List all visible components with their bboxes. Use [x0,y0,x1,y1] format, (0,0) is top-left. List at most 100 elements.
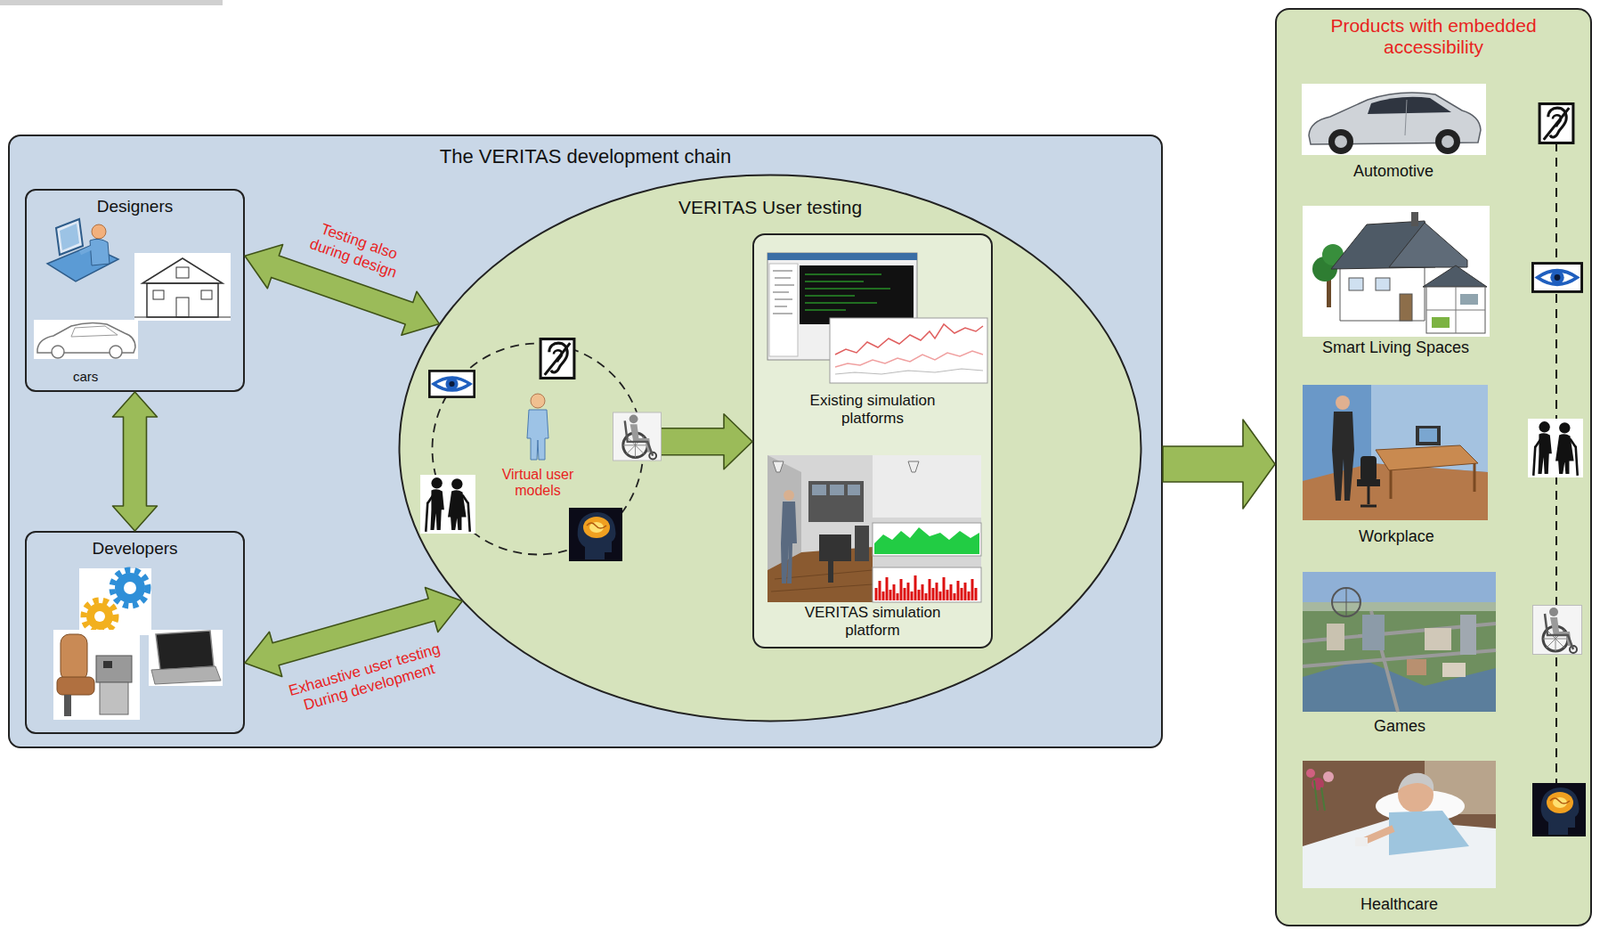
ellipse-outline [399,175,1142,722]
text-holder: The VERITAS development chain [389,145,782,168]
games-product-part [1442,662,1466,677]
dashed-ring [430,341,645,556]
games-product-part [1302,571,1496,604]
text-holder: Exhaustive user testing During developme… [277,637,455,719]
workplace-product-part [1375,445,1479,471]
panel-title: The VERITAS development chain [389,145,782,168]
text-holder: Designers [46,196,225,217]
gears-icon-part [79,568,152,635]
car-sketch-part [71,325,118,337]
games-product-part [1362,614,1385,650]
smart-house-product-part [1331,220,1436,269]
designer-icon-part [89,238,110,266]
healthcare-product-part [1375,789,1465,822]
games-product-part [1460,614,1477,655]
veritas-3d-scene-part [767,454,982,602]
veritas-3d-scene-part [829,484,845,496]
car-seats-icon-part [60,633,88,681]
smart-house-product-part [1348,277,1364,291]
text-holder: Products with embedded accessibility [1299,15,1568,58]
gears-icon-part [114,572,146,603]
text-holder: Existing simulation platforms [787,391,958,427]
edge-label: Testing also during design [295,213,417,285]
games-product-part [1302,601,1496,611]
healthcare-product-part [1302,760,1496,888]
accessibility-strip [1527,104,1586,837]
workplace-product-part [1302,462,1488,520]
games-product-part [1302,571,1496,712]
car-seats-icon-part [64,694,72,716]
healthcare-product [1302,760,1496,888]
games-product-part [1424,627,1452,650]
smart-house-product-part [1411,211,1419,227]
car-product-part [1301,83,1487,155]
smart-house-product [1302,205,1490,337]
ring-label: Virtual user models [488,466,587,500]
veritas-3d-scene [767,454,982,602]
car-sketch [33,319,139,359]
simulation-screenshot-part [835,368,983,374]
text-holder: cars [73,368,98,384]
simulation-screenshot-part [767,252,918,360]
panel-title: Products with embedded accessibility [1299,15,1568,58]
designer-icon-part [47,245,119,282]
veritas-3d-scene-part [767,454,802,570]
games-product [1302,571,1496,712]
box-title: Developers [46,538,225,559]
smart-house-product-part [1399,293,1413,321]
games-product-part [1302,658,1496,712]
car-product-part [1308,92,1481,145]
workplace-product [1302,384,1488,520]
workplace-product-part [1356,479,1381,487]
house-drawing-part [142,258,223,284]
text-holder: Workplace [1358,527,1435,546]
virtual-user-icons-part [420,474,476,534]
text-holder: Smart Living Spaces [1322,338,1470,358]
box-title: Designers [46,196,225,217]
smart-house-product-part [1340,267,1425,321]
house-drawing-part [176,297,189,317]
house-drawing-part [176,267,189,278]
healthcare-product-part [1397,776,1434,813]
workplace-product-part [1302,384,1488,520]
workplace-product-part [1390,462,1475,499]
car-seats-icon [53,629,140,720]
veritas-3d-scene-part [828,560,834,583]
house-drawing-part [134,252,231,321]
car-product-part [1328,129,1354,155]
veritas-3d-scene-part [872,454,982,518]
image-caption: Existing simulation platforms [787,391,958,427]
testing-ellipse: VERITAS User testingVirtual user models E… [397,173,1143,723]
simulation-screenshot-part [835,324,983,355]
block-arrow [643,414,753,470]
car-seats-icon-part [56,676,95,695]
text-holder: VERITAS simulation platform [787,603,958,639]
car-sketch-part [109,345,122,358]
gears-icon-part [123,581,137,594]
dashed-ring [432,343,644,555]
smart-house-product-part [1375,277,1390,291]
car-seats-icon-part [103,660,113,668]
user-model-ring: Virtual user models [430,341,645,556]
designer-icon-part [56,219,83,255]
ellipse-title: VERITAS User testing [636,196,904,219]
workplace-product-part [1415,425,1441,446]
text-holder: Automotive [1353,162,1434,181]
healthcare-product-part [1424,760,1496,814]
car-product [1301,83,1487,155]
veritas-3d-scene-part [808,480,864,522]
healthcare-product-part [1388,810,1470,855]
house-drawing-part [201,290,212,300]
simulation-screenshot-part [767,252,918,260]
healthcare-product-part [1302,819,1496,888]
product-caption: Healthcare [1360,894,1438,914]
workplace-product-part [1371,384,1488,472]
corner-bar [0,0,223,6]
veritas-3d-scene-part [771,569,873,592]
car-sketch-part [33,319,139,359]
games-product-part [1331,587,1361,617]
